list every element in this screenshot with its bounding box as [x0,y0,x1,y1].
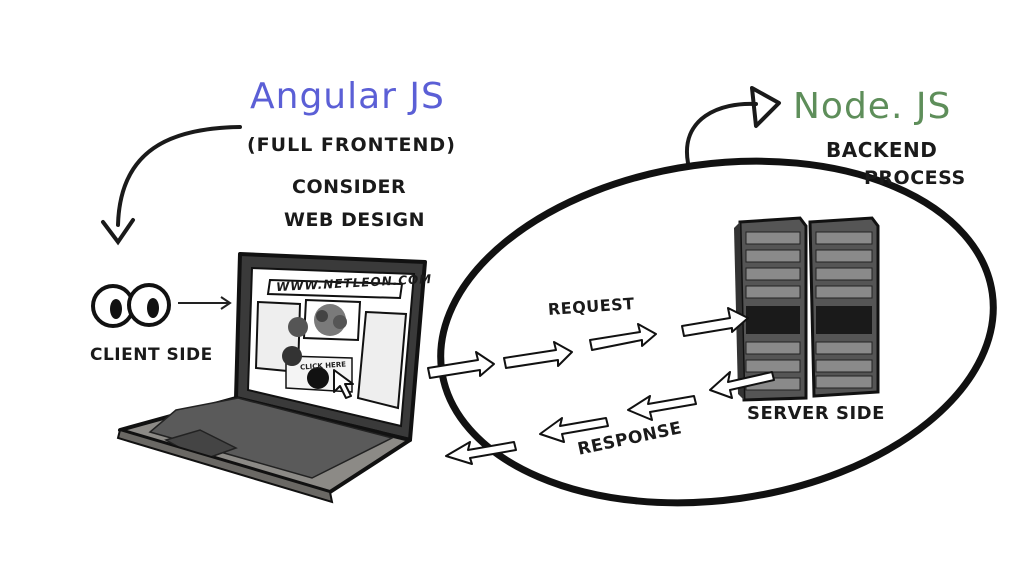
web-design-label: WEB DESIGN [284,209,426,231]
server-rack-icon [734,216,880,402]
curved-arrow-icon [101,125,242,246]
corner-blank [0,0,210,100]
frontend-subtitle: (FULL FRONTEND) [247,134,456,156]
consider-label: CONSIDER [292,176,407,198]
server-side-label: SERVER SIDE [747,403,885,424]
backend-title: Node. JS [793,86,952,127]
curved-arrow-up-icon [684,86,781,165]
response-arrows [445,371,775,465]
cursor-icon [333,369,354,399]
frontend-title: Angular JS [250,76,445,117]
backend-label: BACKEND [826,138,938,162]
request-arrows [427,307,749,379]
arrow-icon [178,296,232,310]
process-label: PROCESS [864,167,966,189]
client-side-label: CLIENT SIDE [90,345,213,365]
screen-webpage [254,278,408,410]
eyes-icon [91,283,171,328]
